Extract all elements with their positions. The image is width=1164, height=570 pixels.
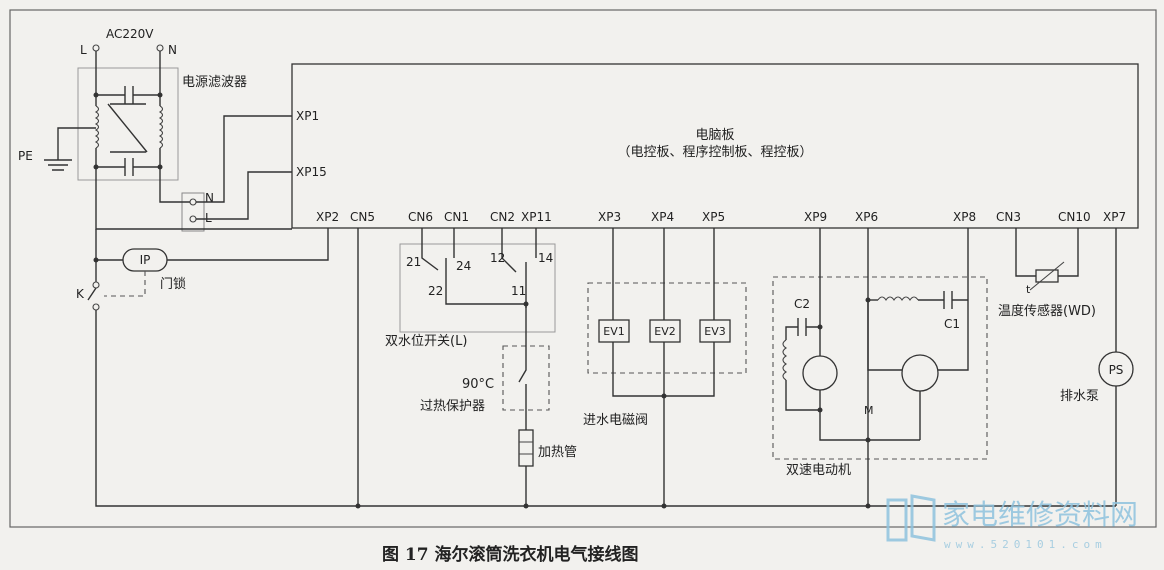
drain-pump-symbol	[1098, 351, 1134, 387]
drain-pump: PS 排水泵	[1060, 228, 1134, 506]
port-xp1: XP1	[296, 109, 319, 123]
level-t24: 24	[456, 259, 471, 273]
port-xp6: XP6	[855, 210, 878, 224]
port-cn10: CN10	[1058, 210, 1091, 224]
port-xp7: XP7	[1103, 210, 1126, 224]
level-switch-label: 双水位开关(L)	[385, 334, 467, 349]
overheat-label: 过热保护器	[420, 399, 485, 414]
level-switch-box	[399, 243, 556, 333]
port-cn3: CN3	[996, 210, 1021, 224]
port-xp5: XP5	[702, 210, 725, 224]
sensor-t: t	[1026, 283, 1031, 296]
filter-out-l: L	[205, 211, 212, 225]
port-xp9: XP9	[804, 210, 827, 224]
port-cn2: CN2	[490, 210, 515, 224]
motor-c1: C1	[944, 317, 960, 331]
door-lock: IP 门锁 K	[76, 228, 1116, 509]
thermistor	[1035, 269, 1059, 283]
sensor-label: 温度传感器(WD)	[998, 303, 1096, 319]
power-filter: 电源滤波器 PE	[18, 51, 247, 181]
port-xp3: XP3	[598, 210, 621, 224]
diagram-frame	[9, 9, 1157, 528]
port-xp2: XP2	[316, 210, 339, 224]
board-outline	[291, 63, 1139, 229]
filter-box	[77, 67, 179, 181]
port-xp11: XP11	[521, 210, 552, 224]
figure-caption: 图 17 海尔滚筒洗衣机电气接线图	[382, 544, 639, 565]
supply-neutral-label: N	[168, 43, 177, 57]
board-subtitle: （电控板、程序控制板、程控板）	[617, 145, 812, 160]
level-t21: 21	[406, 255, 421, 269]
control-board: 电脑板 （电控板、程序控制板、程控板） XP1 XP15 XP2 CN5 CN6…	[291, 63, 1139, 229]
supply-live-label: L	[80, 43, 87, 57]
door-lock-symbol-text: IP	[140, 253, 151, 267]
level-t11: 11	[511, 284, 526, 298]
motor-winding-high	[901, 354, 939, 392]
valve-ev2	[649, 319, 681, 343]
door-lock-label: 门锁	[160, 276, 186, 292]
neutral-terminal	[156, 44, 164, 52]
temperature-sensor: t 温度传感器(WD)	[998, 228, 1096, 319]
overheat-temp: 90°C	[462, 377, 494, 392]
drain-pump-label: 排水泵	[1060, 389, 1099, 404]
watermark-logo-icon	[886, 494, 936, 542]
motor-c2: C2	[794, 297, 810, 311]
level-t14: 14	[538, 251, 553, 265]
valves-label: 进水电磁阀	[583, 413, 648, 428]
supply-voltage: AC220V	[106, 27, 154, 41]
port-cn1: CN1	[444, 210, 469, 224]
port-xp8: XP8	[953, 210, 976, 224]
valve-ev1-label: EV1	[603, 325, 624, 338]
port-xp4: XP4	[651, 210, 674, 224]
watermark: 家电维修资料网 www.520101.com	[886, 494, 1138, 551]
inlet-valves: EV1 EV2 EV3 进水电磁阀	[583, 228, 747, 506]
valve-ev3	[699, 319, 731, 343]
filter-label: 电源滤波器	[182, 75, 247, 90]
valves-box	[587, 282, 747, 374]
watermark-url: www.520101.com	[944, 538, 1107, 551]
valve-ev2-label: EV2	[654, 325, 675, 338]
filter-out-n: N	[205, 191, 214, 205]
heater: 加热管	[518, 429, 577, 506]
watermark-text: 家电维修资料网	[942, 498, 1138, 531]
valve-ev3-label: EV3	[704, 325, 725, 338]
filter-output-block	[181, 192, 205, 232]
board-title: 电脑板	[695, 128, 734, 143]
live-terminal	[92, 44, 100, 52]
port-xp15: XP15	[296, 165, 327, 179]
port-cn6: CN6	[408, 210, 433, 224]
motor-winding-low	[802, 355, 838, 391]
overheat-protector: 90°C 过热保护器	[420, 304, 550, 430]
earth-label: PE	[18, 149, 33, 163]
water-level-switch: 21 24 22 12 14 11 双水位开关(L)	[385, 228, 556, 349]
valve-ev1	[598, 319, 630, 343]
heater-element	[518, 429, 534, 467]
drain-pump-symbol-text: PS	[1109, 363, 1124, 377]
door-switch-k: K	[76, 287, 85, 301]
level-t22: 22	[428, 284, 443, 298]
motor-label: 双速电动机	[786, 463, 851, 478]
motor-m: M	[864, 404, 874, 417]
level-t12: 12	[490, 251, 505, 265]
power-supply: AC220V L N	[80, 27, 177, 57]
heater-label: 加热管	[538, 445, 577, 460]
port-cn5: CN5	[350, 210, 375, 224]
two-speed-motor: C2 C1 M 双速电动机	[772, 228, 988, 506]
